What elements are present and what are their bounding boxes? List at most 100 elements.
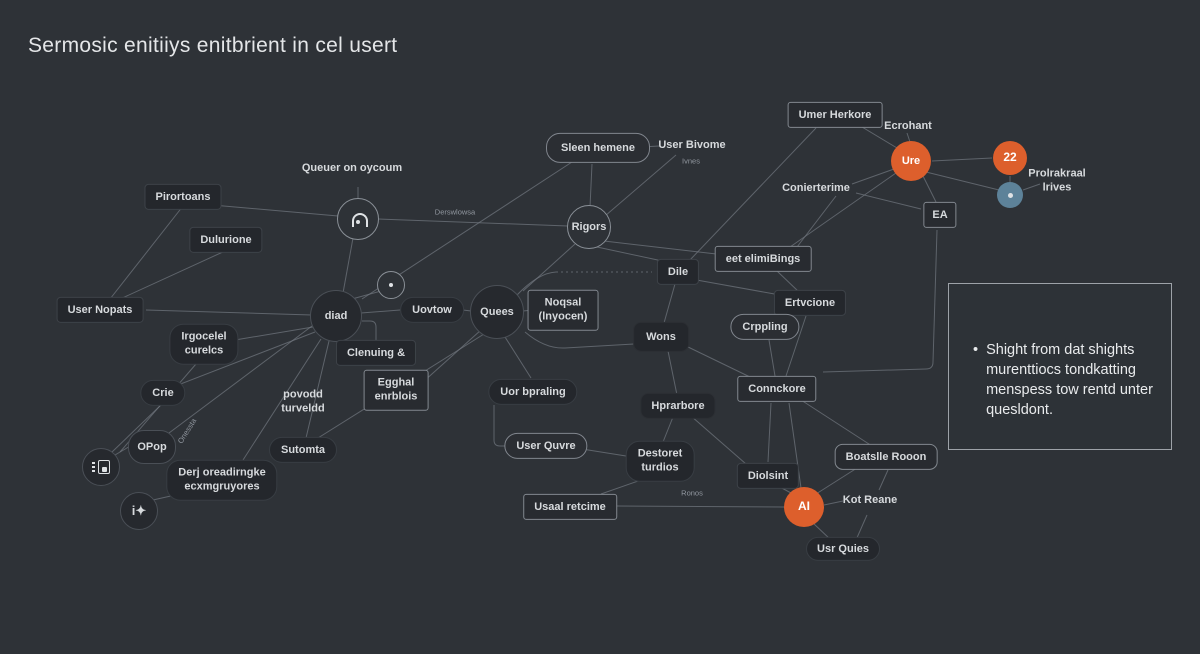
edge-elbow: [362, 320, 377, 341]
edge-line: [200, 203, 339, 217]
node-sutomta[interactable]: Sutomta: [269, 436, 337, 464]
edge-line: [504, 336, 532, 379]
edge-line: [234, 326, 314, 341]
node-user-nopats[interactable]: User Nopats: [56, 296, 144, 324]
edge-line: [164, 325, 313, 437]
node-prolrakraal: Prolrakraal lrives: [1028, 167, 1085, 196]
node-user-bivome: User Bivome: [658, 138, 726, 151]
edge-line: [823, 500, 844, 506]
node-noqsal-line2: (lnyocen): [538, 311, 588, 323]
node-eet-elimibings[interactable]: eet elimiBings: [714, 245, 812, 273]
edge-line: [342, 237, 354, 294]
person-icon: [350, 212, 368, 227]
node-hprarbore[interactable]: Hprarbore: [640, 392, 716, 420]
node-derj[interactable]: Derj oreadirngke ecxmgruyores: [166, 459, 278, 501]
node-noqsal[interactable]: Noqsal (lnyocen): [527, 289, 599, 331]
node-user-quvre[interactable]: User Quvre: [504, 432, 588, 460]
edge-line: [767, 402, 772, 463]
node-queuer-label: Queuer on oycoum: [301, 161, 403, 174]
node-wons[interactable]: Wons: [633, 321, 689, 353]
node-povodd: povodd turveldd: [281, 388, 324, 417]
node-ai[interactable]: AI: [784, 487, 824, 527]
edges: [109, 126, 1041, 541]
node-clenuing[interactable]: Clenuing &: [335, 339, 417, 367]
node-rigors[interactable]: Rigors: [567, 205, 611, 249]
node-boatslle-rooon[interactable]: Boatslle Rooon: [834, 443, 938, 471]
node-ea[interactable]: EA: [923, 201, 957, 229]
edge-line: [422, 329, 482, 383]
node-ure[interactable]: Ure: [891, 141, 931, 181]
edge-line: [462, 309, 472, 312]
node-opop[interactable]: OPop: [128, 430, 176, 464]
node-kot-reane: Kot Reane: [842, 493, 898, 506]
node-umer-herkore[interactable]: Umer Herkore: [787, 101, 883, 129]
node-derj-line1: Derj oreadirngke: [178, 466, 266, 479]
edge-line: [360, 309, 401, 314]
node-usaal-retcime[interactable]: Usaal retcime: [523, 493, 617, 521]
edge-line: [921, 173, 937, 203]
edge-line: [117, 250, 226, 301]
node-connckore[interactable]: Connckore: [737, 375, 817, 403]
node-destoret[interactable]: Destoret turdios: [625, 440, 695, 482]
node-egghal[interactable]: Egghal enrblois: [363, 369, 429, 411]
edge-line: [1022, 183, 1041, 191]
node-quees[interactable]: Quees: [470, 285, 524, 339]
node-dulurione[interactable]: Dulurione: [189, 226, 263, 254]
node-person[interactable]: [337, 198, 379, 240]
node-prolrakraal-line1: Prolrakraal: [1028, 167, 1086, 180]
node-irgocelel[interactable]: Irgocelel curelcs: [169, 323, 239, 365]
node-dot[interactable]: [377, 271, 405, 299]
edge-line: [589, 163, 593, 208]
node-sleen-hemene[interactable]: Sleen hemene: [546, 132, 650, 164]
node-crie[interactable]: Crie: [140, 379, 186, 407]
clipboard-icon: [92, 459, 110, 475]
node-dile[interactable]: Dile: [656, 258, 700, 286]
node-noqsal-line1: Noqsal: [544, 296, 582, 309]
node-destoret-line2: turdios: [641, 462, 679, 474]
node-iplus[interactable]: i✦: [120, 492, 158, 530]
node-crppling[interactable]: Crppling: [730, 313, 800, 341]
edge-line: [690, 415, 747, 465]
edge-elbow: [822, 229, 938, 373]
page-title: Sermosic enitiiys enitbrient in cel user…: [28, 34, 398, 57]
edge-line: [861, 126, 898, 149]
node-derj-line2: ecxmgruyores: [184, 481, 260, 493]
edge-line: [789, 172, 897, 248]
edge-line: [815, 467, 858, 495]
node-destoret-line1: Destoret: [637, 447, 683, 460]
node-22[interactable]: 22: [993, 141, 1027, 175]
edge-line: [788, 402, 802, 489]
edge-line: [785, 315, 807, 377]
edge-line: [600, 479, 642, 495]
edge-line: [685, 345, 751, 378]
edge-line: [663, 283, 676, 324]
node-uovtow[interactable]: Uovtow: [400, 296, 464, 324]
edge-line: [616, 505, 785, 508]
node-blue-dot[interactable]: [997, 182, 1023, 208]
edge-line: [145, 309, 313, 316]
node-prolrakraal-line2: lrives: [1042, 182, 1072, 194]
edge-line: [305, 340, 330, 439]
node-usr-quies[interactable]: Usr Quies: [806, 536, 880, 562]
edge-label-ronos: Ronos: [681, 488, 703, 498]
edge-line: [800, 399, 873, 447]
label-ivnes: Ivnes: [682, 156, 700, 166]
note-panel-text: • Shight from dat shights murenttiocs to…: [973, 340, 1159, 420]
node-diolsint[interactable]: Diolsint: [736, 462, 800, 490]
edge-line: [878, 469, 889, 491]
edge-line: [351, 290, 382, 300]
edge-line: [851, 168, 895, 185]
node-ertvcione[interactable]: Ertvcione: [773, 289, 847, 317]
edge-line: [855, 514, 868, 541]
edge-curve: [524, 331, 635, 349]
edge-elbow: [493, 405, 510, 447]
node-clipboard[interactable]: [82, 448, 120, 486]
node-povodd-line2: turveldd: [281, 403, 325, 415]
node-uor-bpraling[interactable]: Uor bpraling: [488, 378, 578, 406]
edge-line: [931, 157, 993, 162]
node-diad[interactable]: diad: [310, 290, 362, 342]
node-pirortoans[interactable]: Pirortoans: [144, 183, 222, 211]
edge-line: [768, 339, 776, 377]
